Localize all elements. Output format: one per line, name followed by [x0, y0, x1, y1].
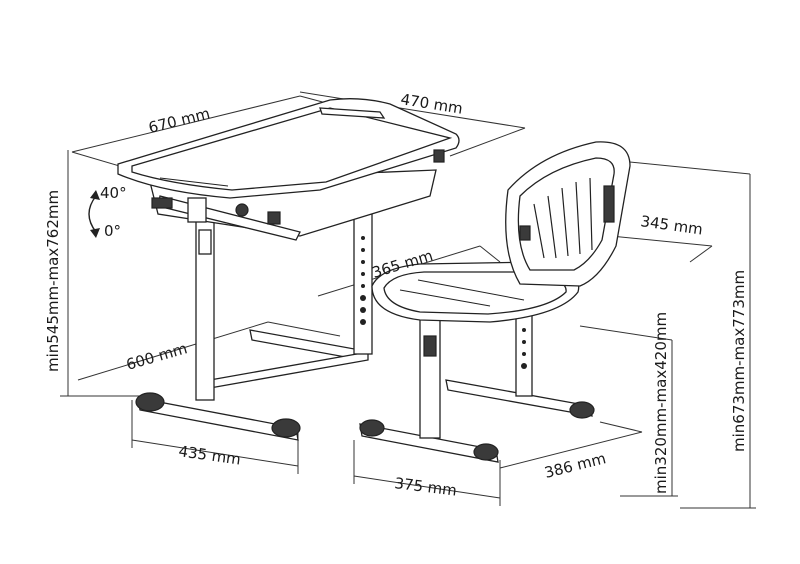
label-chair-base-width: 375 mm	[394, 474, 458, 499]
label-chair-height: min673mm-max773mm	[730, 270, 748, 452]
label-desk-width: 670 mm	[147, 104, 212, 137]
label-tilt-max: 40°	[100, 184, 127, 202]
tilt-arrow-icon	[88, 195, 97, 233]
label-seat-height: min320mm-max420mm	[652, 312, 670, 494]
label-chair-base-depth: 386 mm	[543, 449, 608, 482]
label-desk-base-width: 435 mm	[177, 442, 242, 469]
desk	[117, 98, 460, 441]
label-desk-base-depth: 600 mm	[124, 339, 189, 374]
chair-post	[419, 311, 441, 439]
chair	[359, 141, 631, 463]
desk-crossbar	[209, 351, 369, 389]
label-desk-height: min545mm-max762mm	[44, 190, 62, 372]
label-seat-depth: 345 mm	[639, 212, 704, 239]
chair-foot-rear	[445, 379, 593, 417]
label-tilt-min: 0°	[104, 222, 121, 240]
